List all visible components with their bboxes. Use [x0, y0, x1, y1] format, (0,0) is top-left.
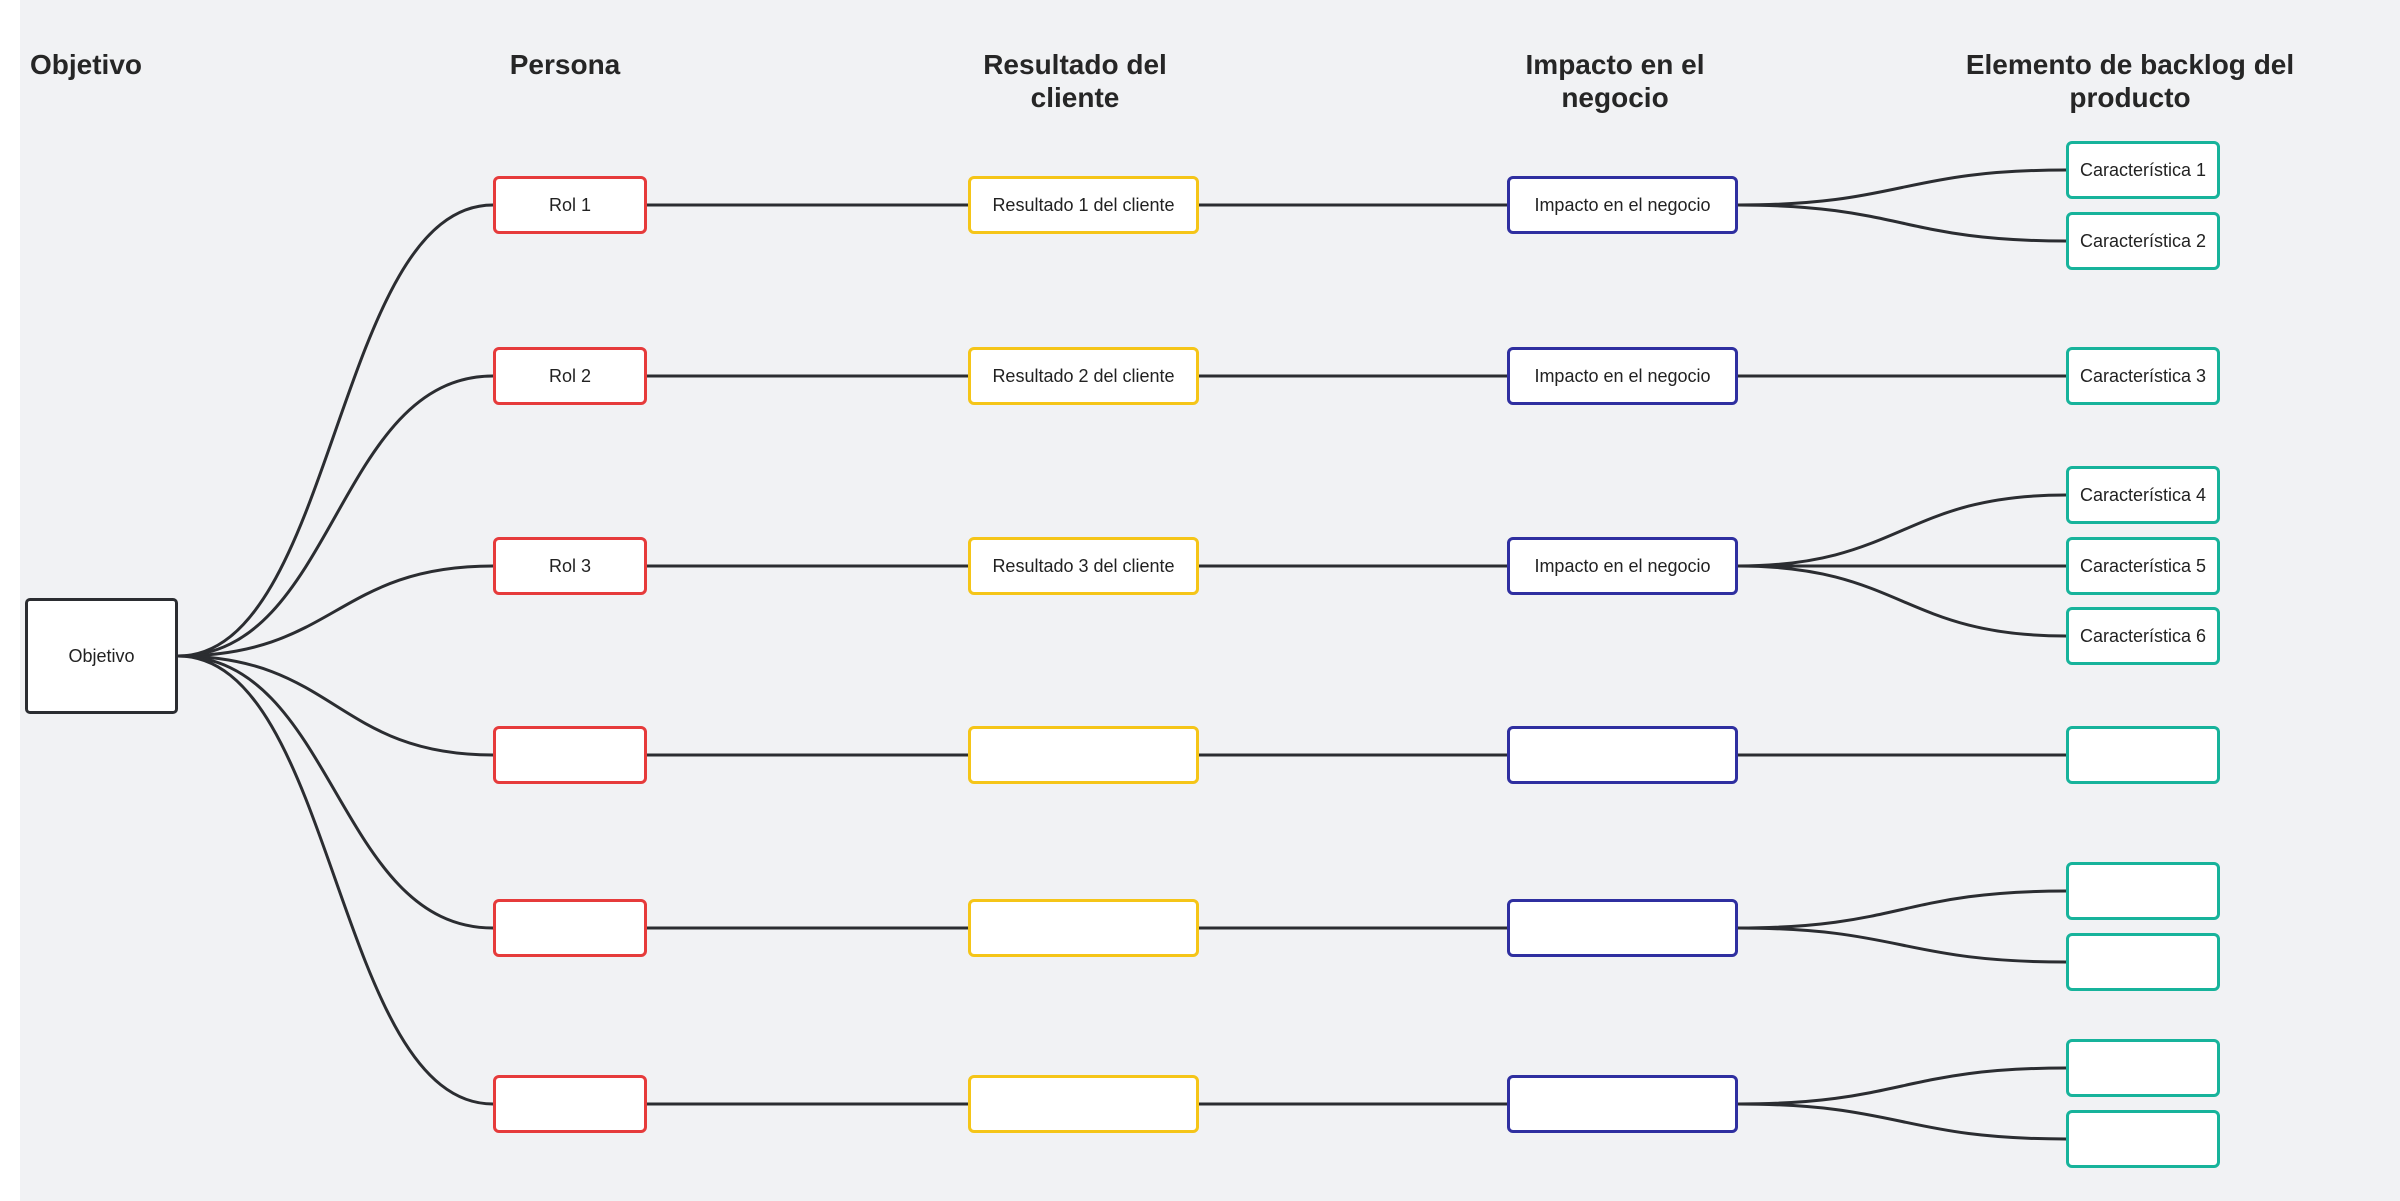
column-header-outcome: Resultado del cliente: [983, 49, 1167, 113]
backlog-node-3-2[interactable]: Característica 5: [2066, 537, 2220, 595]
column-header-impact: Impacto en el negocio: [1525, 49, 1705, 113]
connector-impact-to-backlog-3-1: [1737, 493, 2067, 568]
column-header-backlog: Elemento de backlog del producto: [1965, 49, 2295, 113]
connector-goal-to-persona-6: [177, 654, 494, 1106]
persona-node-4[interactable]: [493, 726, 647, 784]
persona-node-1-label: Rol 1: [548, 194, 592, 215]
backlog-node-3-2-label: Característica 5: [2079, 555, 2207, 576]
connector-impact-to-backlog-6-1: [1737, 1066, 2067, 1106]
backlog-node-2-1[interactable]: Característica 3: [2066, 347, 2220, 405]
backlog-node-3-1[interactable]: Característica 4: [2066, 466, 2220, 524]
persona-node-2[interactable]: Rol 2: [493, 347, 647, 405]
impact-node-3[interactable]: Impacto en el negocio: [1507, 537, 1738, 595]
backlog-node-3-3[interactable]: Característica 6: [2066, 607, 2220, 665]
column-header-goal: Objetivo: [30, 49, 143, 80]
persona-node-6[interactable]: [493, 1075, 647, 1133]
connector-impact-to-backlog-1-2: [1737, 203, 2067, 243]
outcome-node-4[interactable]: [968, 726, 1199, 784]
backlog-node-1-1[interactable]: Característica 1: [2066, 141, 2220, 199]
backlog-node-1-2[interactable]: Característica 2: [2066, 212, 2220, 270]
connector-impact-to-backlog-5-2: [1737, 926, 2067, 964]
backlog-node-5-1[interactable]: [2066, 862, 2220, 920]
persona-node-3[interactable]: Rol 3: [493, 537, 647, 595]
backlog-node-1-2-label: Característica 2: [2079, 230, 2207, 251]
backlog-node-2-1-label: Característica 3: [2079, 365, 2207, 386]
impact-node-4[interactable]: [1507, 726, 1738, 784]
connector-impact-to-backlog-1-1: [1737, 168, 2067, 207]
outcome-node-3[interactable]: Resultado 3 del cliente: [968, 537, 1199, 595]
persona-node-2-label: Rol 2: [548, 365, 592, 386]
backlog-node-3-1-label: Característica 4: [2079, 484, 2207, 505]
outcome-node-5[interactable]: [968, 899, 1199, 957]
impact-node-2[interactable]: Impacto en el negocio: [1507, 347, 1738, 405]
goal-node-label: Objetivo: [68, 645, 135, 666]
backlog-node-6-2[interactable]: [2066, 1110, 2220, 1168]
connector-goal-to-persona-4: [177, 654, 494, 757]
connector-goal-to-persona-2: [177, 374, 494, 658]
impact-node-2-label: Impacto en el negocio: [1534, 365, 1711, 386]
goal-node[interactable]: Objetivo: [25, 598, 178, 714]
impact-node-1[interactable]: Impacto en el negocio: [1507, 176, 1738, 234]
connector-goal-to-persona-3: [177, 564, 494, 658]
impact-node-5[interactable]: [1507, 899, 1738, 957]
backlog-node-5-2[interactable]: [2066, 933, 2220, 991]
outcome-node-1-label: Resultado 1 del cliente: [992, 194, 1175, 215]
backlog-node-4-1[interactable]: [2066, 726, 2220, 784]
outcome-node-3-label: Resultado 3 del cliente: [992, 555, 1175, 576]
persona-node-3-label: Rol 3: [548, 555, 592, 576]
column-header-persona: Persona: [509, 49, 621, 80]
diagram-canvas: [20, 0, 2400, 1201]
outcome-node-2-label: Resultado 2 del cliente: [992, 365, 1175, 386]
backlog-node-1-1-label: Característica 1: [2079, 159, 2207, 180]
impact-node-1-label: Impacto en el negocio: [1534, 194, 1711, 215]
persona-node-5[interactable]: [493, 899, 647, 957]
outcome-node-2[interactable]: Resultado 2 del cliente: [968, 347, 1199, 405]
impact-node-3-label: Impacto en el negocio: [1534, 555, 1711, 576]
backlog-node-6-1[interactable]: [2066, 1039, 2220, 1097]
connector-impact-to-backlog-5-1: [1737, 889, 2067, 930]
impact-node-6[interactable]: [1507, 1075, 1738, 1133]
outcome-node-6[interactable]: [968, 1075, 1199, 1133]
connector-impact-to-backlog-3-3: [1737, 564, 2067, 638]
connector-impact-to-backlog-6-2: [1737, 1102, 2067, 1141]
outcome-node-1[interactable]: Resultado 1 del cliente: [968, 176, 1199, 234]
connector-goal-to-persona-1: [177, 203, 494, 658]
backlog-node-3-3-label: Característica 6: [2079, 625, 2207, 646]
persona-node-1[interactable]: Rol 1: [493, 176, 647, 234]
connector-goal-to-persona-5: [177, 654, 494, 930]
